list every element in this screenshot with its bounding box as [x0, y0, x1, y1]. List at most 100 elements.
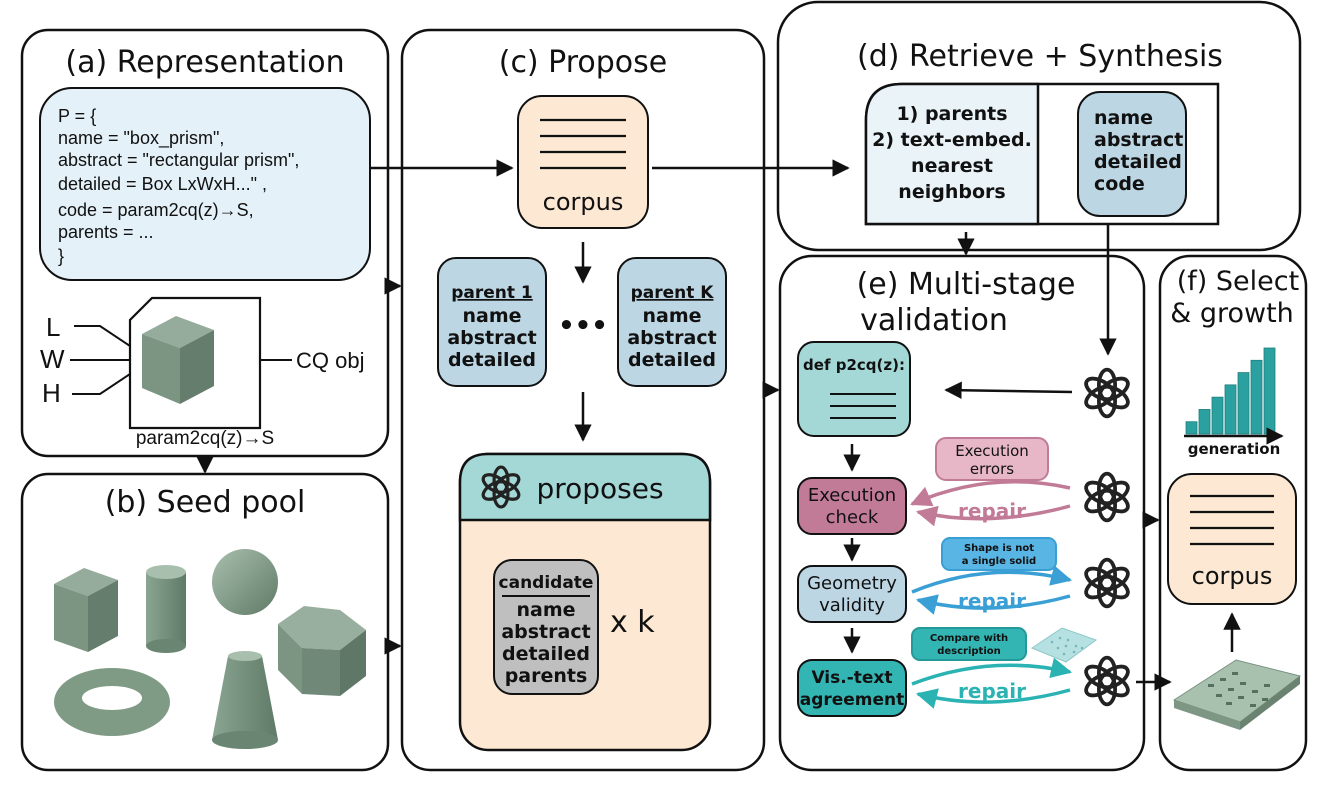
- corpus-box: [517, 95, 649, 229]
- code-line: }: [58, 246, 64, 266]
- panel-d-retrieve-synthesis: (d) Retrieve + Synthesis 1) parents 2) t…: [776, 0, 1302, 252]
- stage-label: Vis.-text: [811, 668, 892, 688]
- vis-repair-arrow: [915, 688, 1071, 709]
- stage-label: Geometry: [807, 573, 897, 594]
- generation-bar: [1263, 347, 1276, 435]
- code-line: detailed = Box LxWxH..." ,: [58, 174, 267, 194]
- execution-repair-arrow: [915, 504, 1071, 527]
- candidate-field: parents: [505, 665, 588, 687]
- seed-cone-frustum: [212, 651, 278, 749]
- synthesis-fields: name abstract detailed code: [1094, 107, 1183, 195]
- thumbnail-part-image: [1030, 627, 1098, 663]
- parent-k-title: parent K: [631, 283, 715, 303]
- chart-x-label: generation: [1188, 440, 1281, 458]
- corpus-lines-icon: [1190, 494, 1274, 546]
- ellipsis: •••: [558, 311, 608, 341]
- retrieval-text: 1) parents 2) text-embed. nearest neighb…: [872, 103, 1032, 203]
- error-label: errors: [970, 460, 1014, 478]
- synthesis-field: detailed: [1094, 151, 1182, 173]
- input-wires: [70, 325, 292, 395]
- panel-a-representation: (a) Representation P = { name = "box_pri…: [20, 28, 390, 458]
- synthesis-fields-card: [1077, 91, 1187, 217]
- error-label: Execution: [955, 442, 1029, 460]
- repair-label: repair: [958, 589, 1026, 613]
- times-k-label: x k: [610, 605, 655, 640]
- program-record-box: [39, 87, 371, 281]
- seed-cube: [54, 568, 118, 652]
- candidate-title: candidate: [499, 573, 594, 593]
- vis-text-agreement-stage: [797, 659, 907, 717]
- synthesis-field: name: [1094, 107, 1153, 129]
- retrieval-line: 2) text-embed.: [872, 129, 1032, 151]
- input-l-label: L: [46, 312, 60, 342]
- parent-field: abstract: [627, 327, 716, 349]
- parent-field: abstract: [447, 327, 536, 349]
- generation-bar-chart: [1185, 347, 1276, 435]
- generated-part-image: [1172, 659, 1302, 730]
- code-line: code = param2cq(z)→S,: [58, 200, 254, 220]
- corpus-label: corpus: [1192, 562, 1273, 590]
- retrieval-line: 1) parents: [896, 103, 1007, 125]
- panel-c-title: (c) Propose: [499, 45, 668, 80]
- candidate-field: abstract: [501, 621, 590, 643]
- panel-f-title-line1: (f) Select: [1177, 266, 1299, 297]
- param2cq-caption: param2cq(z)→S: [136, 428, 274, 449]
- panel-b-title: (b) Seed pool: [105, 485, 306, 520]
- connectors: [196, 159, 1172, 691]
- repair-label: repair: [958, 679, 1026, 703]
- candidate-card: [493, 559, 599, 695]
- error-label: Shape is not: [964, 543, 1034, 554]
- stage-label: check: [826, 507, 879, 528]
- panel-c-propose: (c) Propose corpus parent 1 name abstrac…: [400, 28, 766, 772]
- parent-field: detailed: [628, 349, 716, 371]
- panel-e-validation: (e) Multi-stage validation def p2cq(z): …: [778, 254, 1146, 772]
- seed-cylinder: [146, 565, 186, 653]
- corpus-lines-icon: [540, 118, 626, 170]
- stage-label: Execution: [808, 485, 896, 506]
- generation-bar: [1211, 396, 1224, 435]
- execution-check-stage: [797, 477, 907, 535]
- panel-a-title: (a) Representation: [65, 45, 344, 80]
- parent-field: name: [462, 305, 521, 327]
- code-line: name = "box_prism",: [58, 128, 224, 149]
- stage-label: validity: [819, 595, 885, 616]
- seed-torus: [54, 668, 170, 736]
- param-inputs: L W H: [40, 312, 65, 408]
- candidate-field: detailed: [502, 643, 590, 665]
- input-h-label: H: [42, 378, 61, 408]
- corpus-label: corpus: [543, 188, 624, 216]
- generation-bar: [1185, 421, 1198, 435]
- code-line: abstract = "rectangular prism",: [58, 150, 299, 170]
- generation-bar: [1198, 409, 1211, 435]
- geometry-repair-arrow: [915, 594, 1071, 615]
- cube-shape: [142, 316, 214, 404]
- synthesis-field: code: [1094, 173, 1145, 195]
- execution-errors-box: [935, 437, 1049, 481]
- geometry-validity-stage: [797, 565, 907, 623]
- parent-1-card: parent 1 name abstract detailed: [437, 257, 547, 387]
- candidate-field: name: [516, 599, 575, 621]
- compare-description-box: [911, 627, 1027, 661]
- proposes-card: proposes candidate name abstract detaile…: [458, 452, 712, 752]
- panel-e-title-line1: (e) Multi-stage: [857, 267, 1076, 302]
- retrieval-line: neighbors: [898, 181, 1005, 203]
- seed-hex-prism: [278, 606, 366, 696]
- corpus-box: [1167, 473, 1297, 605]
- seed-sphere: [212, 549, 278, 615]
- error-label: Compare with: [930, 633, 1008, 644]
- stage-label: agreement: [800, 690, 905, 710]
- generation-bar: [1250, 359, 1263, 435]
- parent-field: detailed: [448, 349, 536, 371]
- program-record-code: P = { name = "box_prism", abstract = "re…: [58, 106, 299, 266]
- error-label: a single solid: [962, 556, 1036, 567]
- function-lines-icon: [830, 393, 896, 419]
- geometry-forward-arrow: [911, 565, 1073, 594]
- code-line: parents = ...: [58, 222, 154, 242]
- synthesis-field: abstract: [1094, 129, 1183, 151]
- error-label: description: [937, 646, 1001, 657]
- panel-f-select-growth: (f) Select & growth generation corpus: [1158, 254, 1308, 772]
- function-label: def p2cq(z):: [803, 356, 905, 374]
- parent-1-title: parent 1: [451, 283, 533, 303]
- execution-forward-arrow: [910, 480, 1071, 507]
